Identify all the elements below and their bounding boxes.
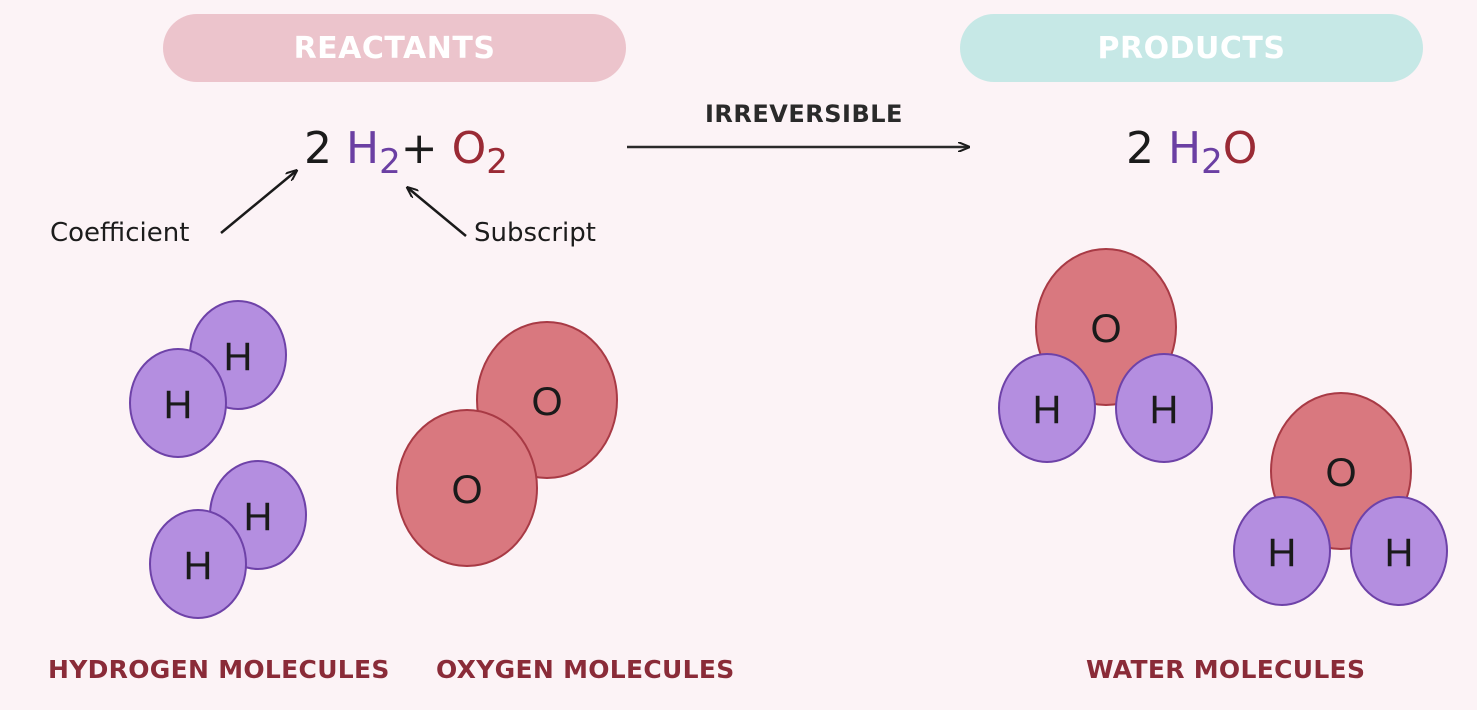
oxygen-molecule: O O xyxy=(396,321,618,567)
oxygen-atom xyxy=(396,409,538,567)
subscript-pointer-arrow xyxy=(408,188,467,237)
products-header: PRODUCTS xyxy=(960,14,1423,82)
oxygen-molecules-caption: OXYGEN MOLECULES xyxy=(436,655,735,684)
hydrogen-atom xyxy=(1350,496,1448,606)
oxygen-atom-label: O xyxy=(451,468,482,512)
reactants-header-label: REACTANTS xyxy=(293,30,496,66)
hydrogen-atom-label: H xyxy=(224,335,253,379)
subscript-annotation: Subscript xyxy=(474,218,596,248)
oxygen-atom-label: O xyxy=(1090,307,1121,351)
hydrogen-symbol: H xyxy=(346,123,380,174)
hydrogen-subscript: 2 xyxy=(379,142,401,182)
products-header-label: PRODUCTS xyxy=(1097,30,1286,66)
hydrogen-atom xyxy=(1233,496,1331,606)
hydrogen-atom-label: H xyxy=(1150,388,1179,432)
hydrogen-atom-label: H xyxy=(1385,531,1414,575)
coefficient-value: 2 xyxy=(304,123,332,174)
hydrogen-atom xyxy=(129,348,227,458)
hydrogen-atom-label: H xyxy=(1033,388,1062,432)
oxygen-symbol: O xyxy=(451,123,487,174)
product-hydrogen-symbol: H xyxy=(1168,123,1202,174)
hydrogen-atom-label: H xyxy=(1268,531,1297,575)
product-oxygen-symbol: O xyxy=(1222,123,1258,174)
products-equation: 2 H2O xyxy=(1126,127,1257,180)
hydrogen-atom xyxy=(1115,353,1213,463)
water-molecules-caption: WATER MOLECULES xyxy=(1086,655,1366,684)
oxygen-atom-label: O xyxy=(1325,451,1356,495)
hydrogen-molecules-caption: HYDROGEN MOLECULES xyxy=(48,655,390,684)
coefficient-annotation: Coefficient xyxy=(50,218,190,248)
coefficient-pointer-arrow xyxy=(220,171,296,234)
hydrogen-atom-label: H xyxy=(164,383,193,427)
hydrogen-atom xyxy=(149,509,247,619)
hydrogen-atom xyxy=(998,353,1096,463)
hydrogen-atom-label: H xyxy=(244,495,273,539)
hydrogen-atom-label: H xyxy=(184,544,213,588)
plus-sign: + xyxy=(400,123,438,174)
reactants-equation: 2 H2+ O2 xyxy=(304,127,508,180)
reaction-arrow-label: IRREVERSIBLE xyxy=(705,100,903,128)
hydrogen-molecule: H H xyxy=(149,460,307,619)
hydrogen-molecule: H H xyxy=(129,300,287,458)
oxygen-atom-label: O xyxy=(531,380,562,424)
oxygen-subscript: 2 xyxy=(486,142,508,182)
reactants-header: REACTANTS xyxy=(163,14,626,82)
product-hydrogen-subscript: 2 xyxy=(1201,142,1223,182)
product-coefficient: 2 xyxy=(1126,123,1154,174)
water-molecule: O H H xyxy=(1233,392,1448,606)
water-molecule: O H H xyxy=(998,248,1213,463)
